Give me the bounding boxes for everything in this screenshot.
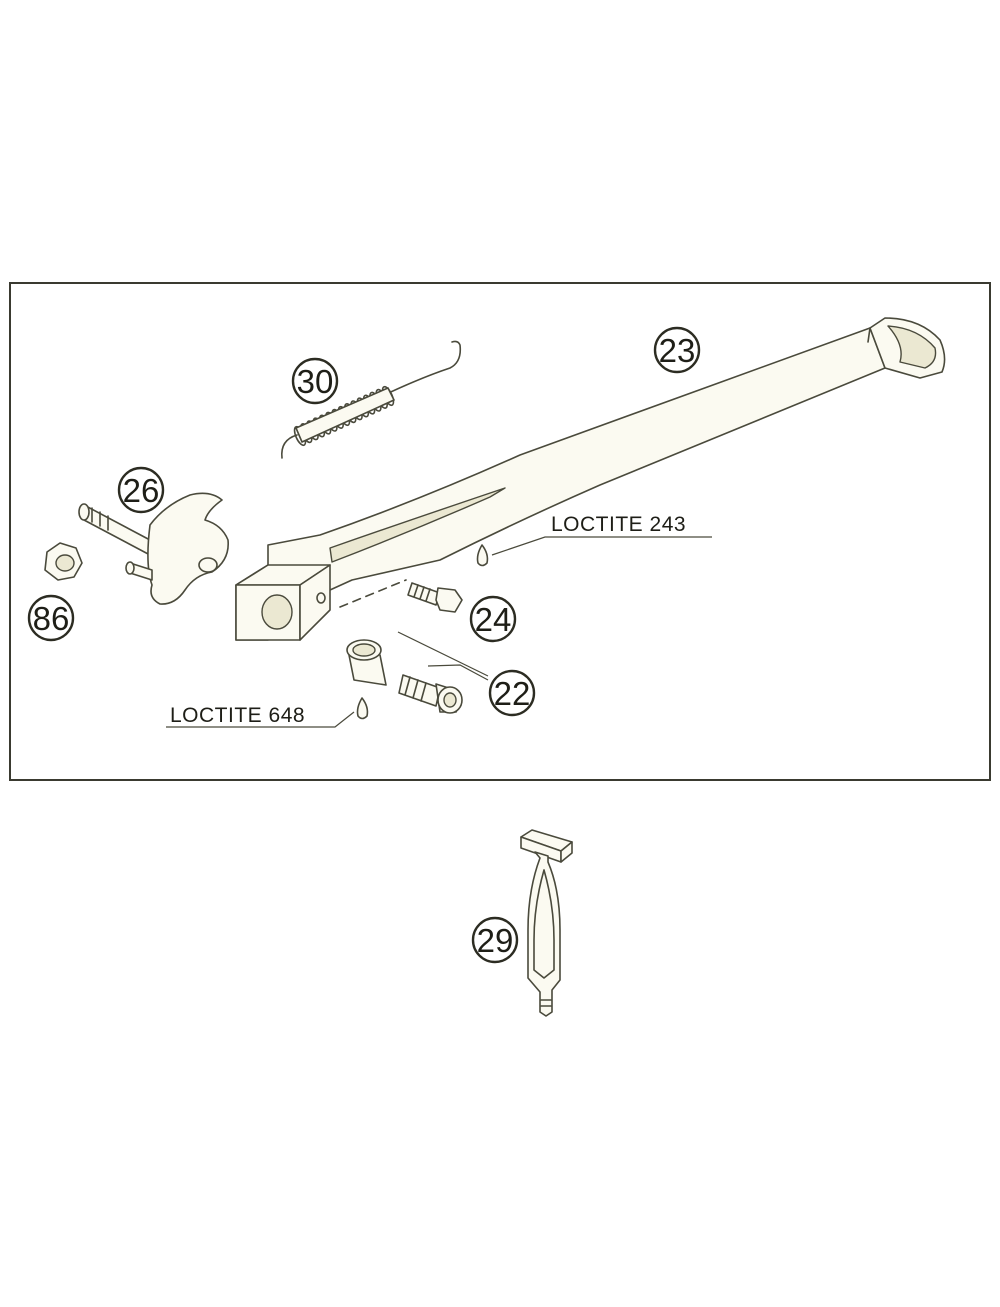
nut-86 — [44, 542, 83, 581]
badge-24: 24 — [469, 595, 517, 643]
badge-23-label: 23 — [659, 332, 696, 369]
tool-29 — [520, 829, 573, 1017]
badge-26-label: 26 — [123, 472, 160, 509]
side-stand-23 — [235, 317, 946, 641]
leader-loctite-648 — [166, 711, 355, 728]
badge-30-label: 30 — [297, 363, 334, 400]
badge-30: 30 — [291, 357, 339, 405]
loctite-648-label: LOCTITE 648 — [170, 704, 305, 727]
bushing-22 — [346, 639, 387, 686]
screw-24 — [407, 582, 463, 613]
loctite-drop-648-icon — [356, 697, 369, 720]
screw-22 — [398, 674, 463, 714]
leader-22 — [397, 631, 489, 681]
loctite-243-label: LOCTITE 243 — [551, 513, 686, 536]
badge-29: 29 — [471, 916, 519, 964]
leader-loctite-243 — [491, 536, 712, 556]
badge-22-label: 22 — [494, 675, 531, 712]
badge-86: 86 — [27, 594, 75, 642]
badge-29-label: 29 — [477, 922, 514, 959]
spring-30 — [280, 340, 462, 459]
badge-86-label: 86 — [33, 600, 70, 637]
badge-22: 22 — [488, 669, 536, 717]
loctite-drop-243-icon — [476, 544, 489, 567]
pivot-bracket-26 — [78, 492, 229, 605]
badge-23: 23 — [653, 326, 701, 374]
assembly-frame — [9, 282, 991, 781]
badge-26: 26 — [117, 466, 165, 514]
badge-24-label: 24 — [475, 601, 512, 638]
